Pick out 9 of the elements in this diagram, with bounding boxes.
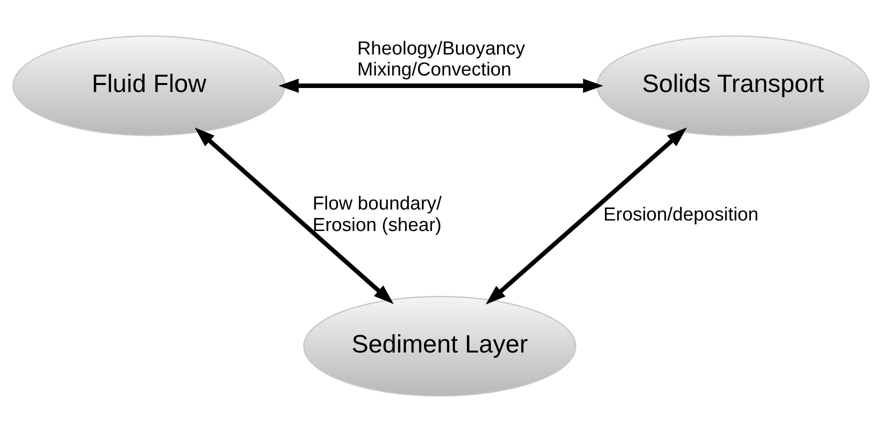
arrow [278,78,604,92]
node-ellipse: Solids Transport [596,34,870,136]
node-ellipse: Sediment Layer [303,295,576,396]
arrow [486,127,687,304]
node-ellipse: Fluid Flow [12,34,286,136]
arrow [194,127,394,304]
edge-label: Rheology/Buoyancy Mixing/Convection [357,36,526,80]
edge-label: Erosion/deposition [603,202,759,224]
edge-label: Flow boundary/ Erosion (shear) [312,192,442,235]
